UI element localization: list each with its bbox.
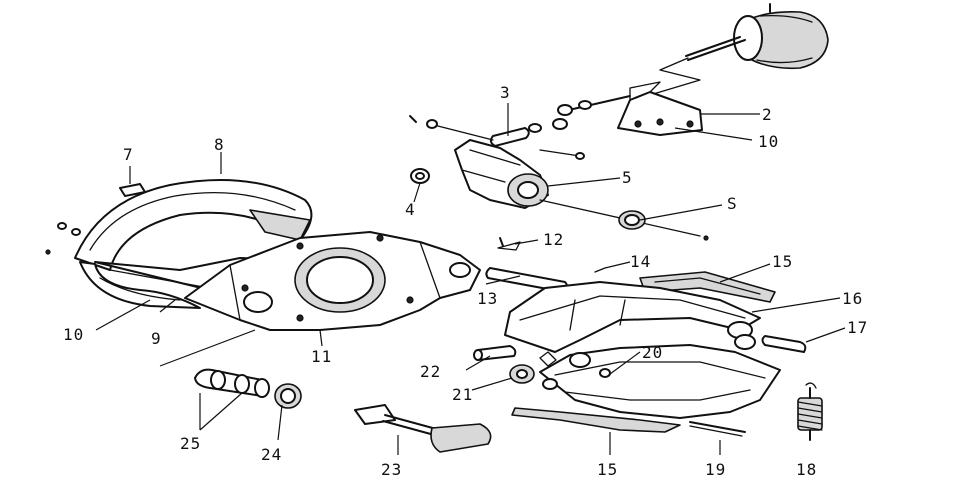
label-11: 11 (311, 347, 332, 366)
label-4: 4 (405, 200, 416, 219)
roller-21 (509, 364, 535, 384)
seal-s (618, 210, 646, 230)
leader-lines (95, 103, 846, 455)
label-17: 17 (847, 318, 868, 337)
roller-17 (761, 335, 807, 353)
brake-shoe-lower (539, 334, 781, 419)
brake-chamber (639, 3, 829, 99)
spring-12 (497, 237, 521, 251)
part-labels: 2 3 10 5 4 S 7 8 12 13 14 15 16 17 20 22… (63, 83, 868, 479)
dust-shield (74, 179, 313, 309)
label-10-left: 10 (63, 325, 84, 344)
screws-left (45, 222, 81, 255)
washer-4 (410, 168, 430, 184)
pin-19 (689, 421, 746, 437)
chamber-bracket (552, 81, 703, 136)
label-8: 8 (214, 135, 225, 154)
label-23: 23 (381, 460, 402, 479)
brake-spider (184, 231, 481, 331)
lining-lower (511, 407, 681, 433)
label-13: 13 (477, 289, 498, 308)
roller-22 (473, 345, 517, 361)
clevis-pin (409, 115, 542, 147)
label-15-bottom: 15 (597, 460, 618, 479)
label-12: 12 (543, 230, 564, 249)
label-3: 3 (500, 83, 511, 102)
label-25: 25 (180, 434, 201, 453)
label-16: 16 (842, 289, 863, 308)
seal-24 (274, 383, 302, 409)
label-15-top: 15 (772, 252, 793, 271)
label-9: 9 (151, 329, 162, 348)
label-14: 14 (630, 252, 651, 271)
label-24: 24 (261, 445, 282, 464)
label-22: 22 (420, 362, 441, 381)
slack-adjuster (454, 139, 709, 241)
label-20: 20 (642, 343, 663, 362)
label-s: S (727, 194, 738, 213)
label-19: 19 (705, 460, 726, 479)
label-5: 5 (622, 168, 633, 187)
brake-shoe-upper (504, 267, 761, 353)
camshaft (354, 404, 492, 453)
spring-18 (797, 382, 823, 441)
label-18: 18 (796, 460, 817, 479)
bushings-25 (194, 368, 270, 398)
label-2: 2 (762, 105, 773, 124)
label-21: 21 (452, 385, 473, 404)
label-10-top: 10 (758, 132, 779, 151)
label-7: 7 (123, 145, 134, 164)
